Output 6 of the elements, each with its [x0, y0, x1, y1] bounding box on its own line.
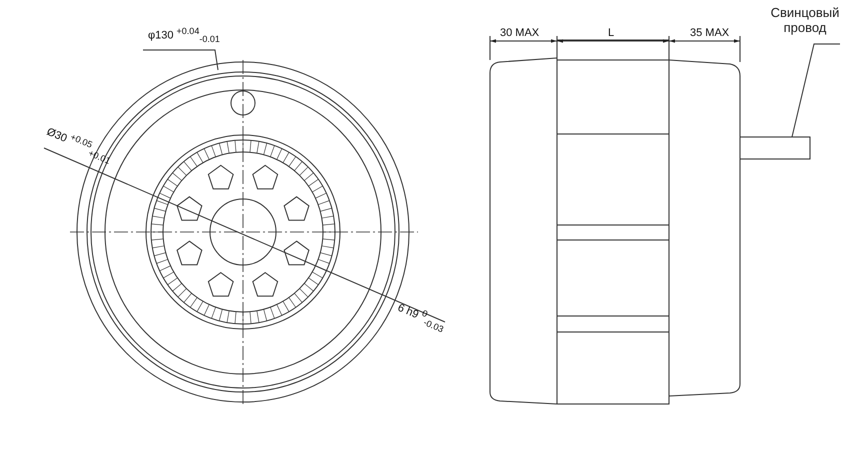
leader-line: [792, 44, 840, 138]
dimension-text: 30 MAX: [500, 28, 540, 39]
part-label: Свинцовый провод: [764, 6, 846, 36]
dimension-text: 35 MAX: [690, 28, 730, 39]
lead-wire: [740, 136, 810, 160]
dimension-text: L: [608, 28, 614, 39]
